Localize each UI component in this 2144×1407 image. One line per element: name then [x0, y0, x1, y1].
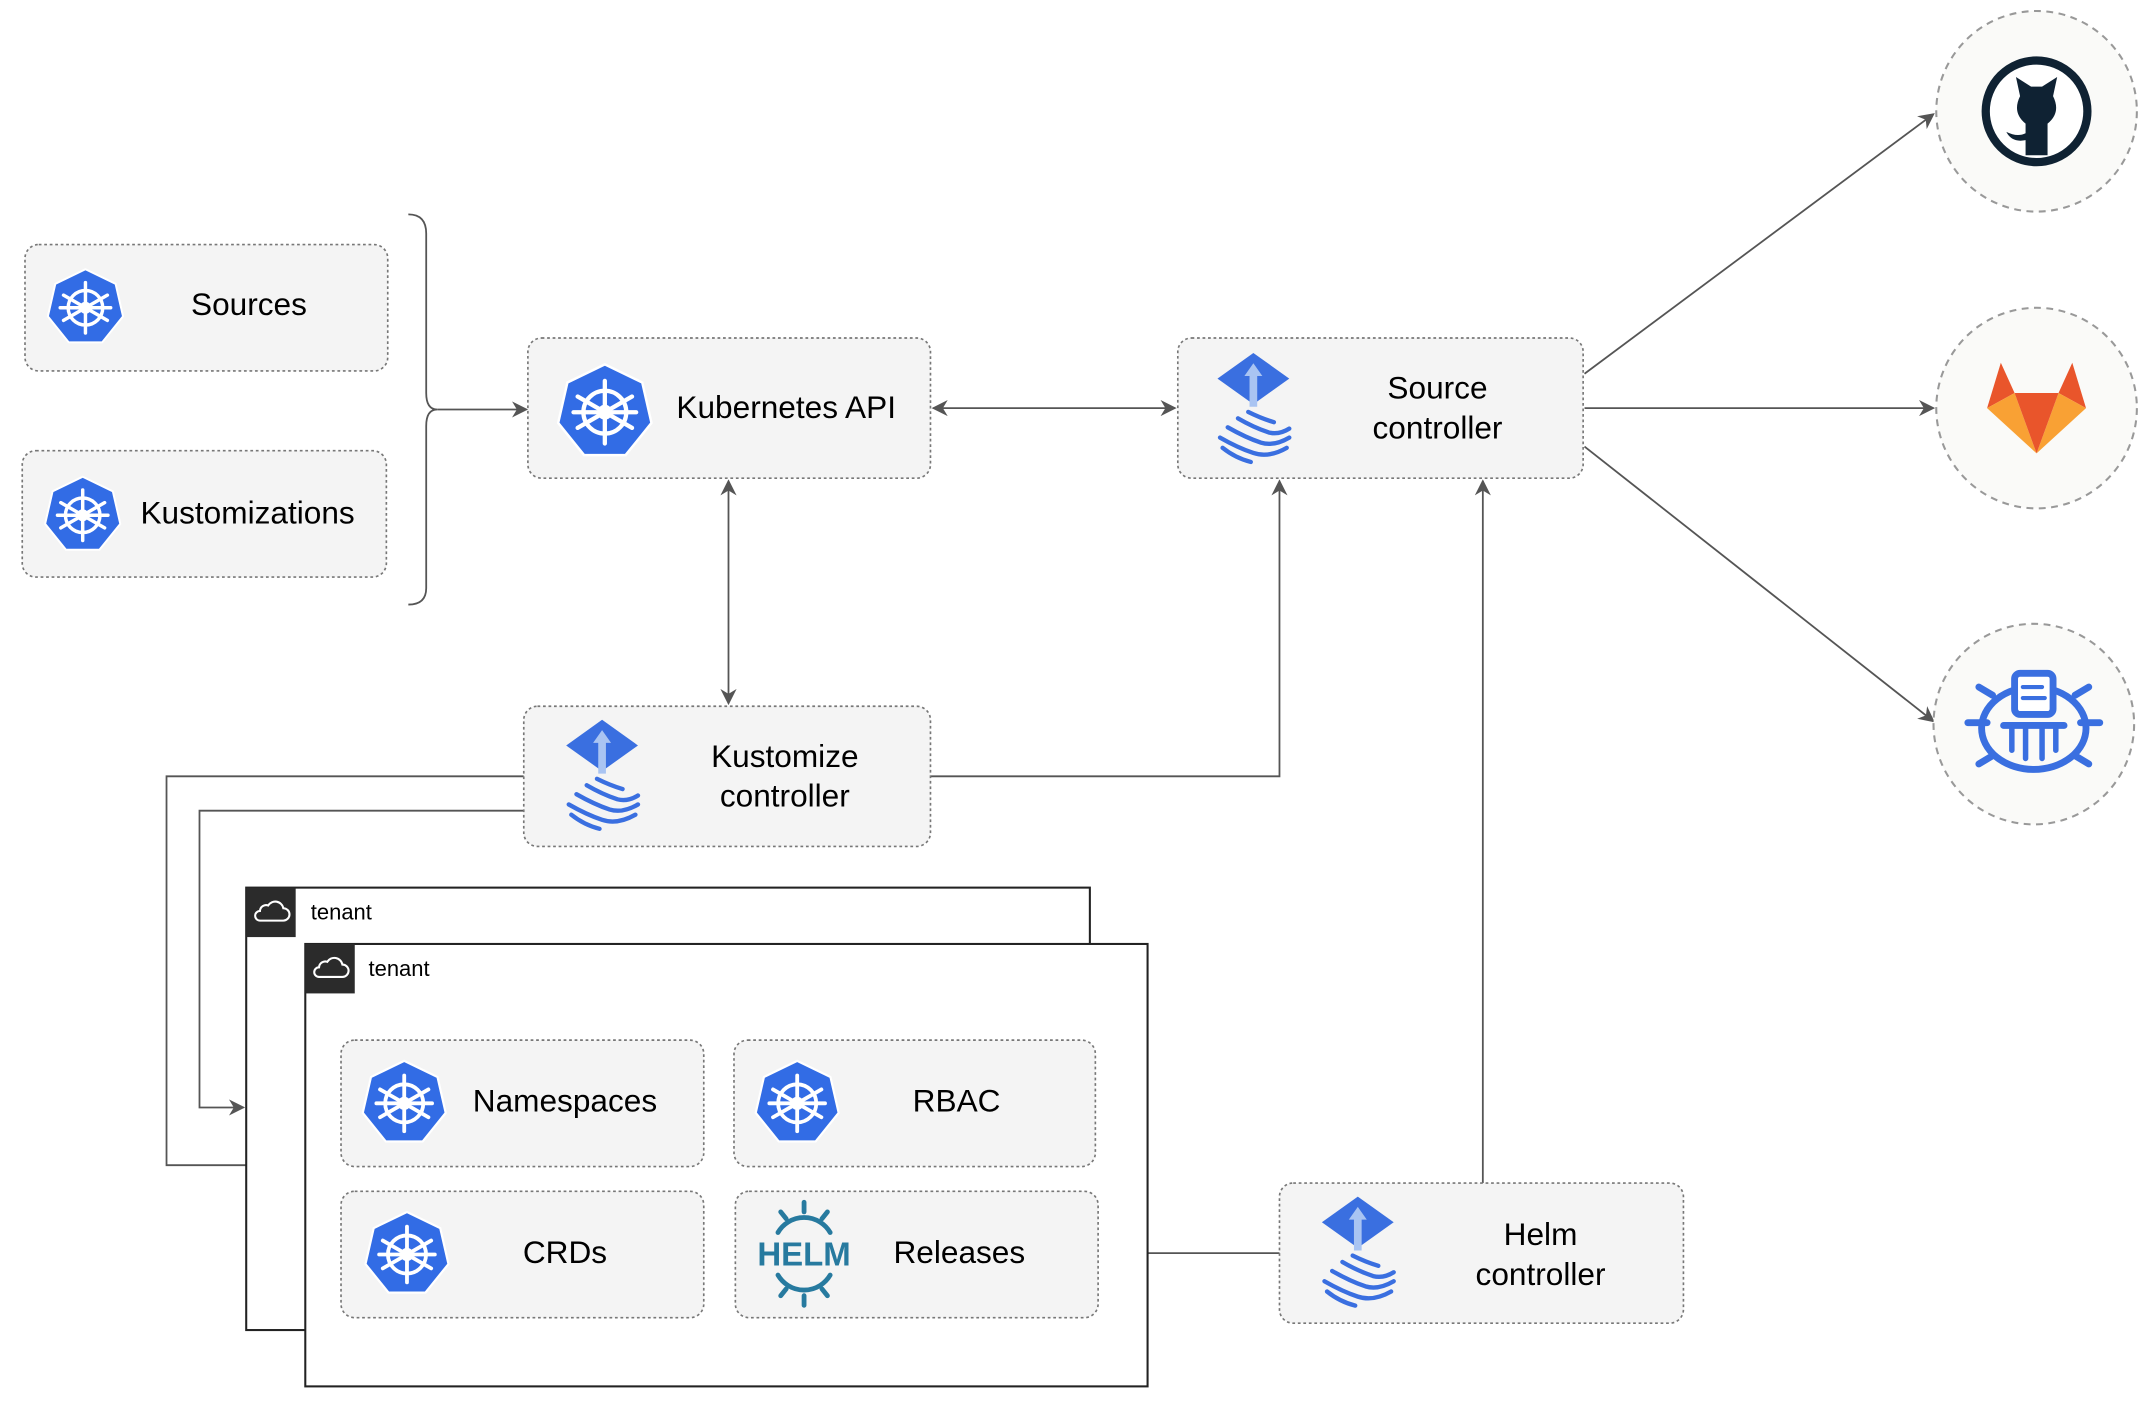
gitlab-icon — [1987, 362, 2087, 454]
node-kustomizations[interactable]: Kustomizations — [21, 449, 388, 578]
tenant-label: tenant — [369, 956, 430, 981]
helm-icon: HELM — [757, 1199, 851, 1308]
node-label: Namespaces — [473, 1083, 657, 1119]
bucket-node[interactable] — [1932, 622, 2136, 826]
node-label-line1: Source — [1387, 370, 1487, 406]
gitlab-node[interactable] — [1935, 306, 2138, 510]
node-releases[interactable]: HELM Releases — [734, 1190, 1099, 1319]
edge-kustomize-to-tenant-front — [165, 775, 524, 1174]
node-helm-controller[interactable]: Helm controller — [1278, 1182, 1685, 1325]
node-label-line2: controller — [720, 778, 850, 814]
node-label-line2: controller — [1373, 409, 1503, 445]
node-label-line1: Kustomize — [711, 738, 858, 774]
github-node[interactable] — [1935, 9, 2138, 213]
node-label: Kustomizations — [140, 495, 354, 531]
node-rbac[interactable]: RBAC — [733, 1039, 1097, 1168]
node-label: Sources — [191, 286, 307, 322]
node-label-line2: controller — [1476, 1256, 1606, 1292]
edge-kustomize-to-tenant-back — [198, 809, 524, 1116]
node-label: RBAC — [913, 1083, 1001, 1119]
edge-source-to-github — [1583, 113, 1935, 375]
node-label: Releases — [893, 1234, 1025, 1270]
node-label-line1: Helm — [1504, 1216, 1578, 1252]
edge-kustomize-to-source — [930, 479, 1288, 778]
bucket-icon — [1964, 669, 2104, 773]
node-namespaces[interactable]: Namespaces — [340, 1039, 705, 1168]
node-label: CRDs — [523, 1234, 607, 1270]
node-sources[interactable]: Sources — [24, 243, 389, 372]
grouping-brace — [408, 213, 438, 606]
helm-logo-text: HELM — [757, 1235, 850, 1272]
tenant-label: tenant — [311, 900, 372, 925]
edge-source-to-bucket — [1583, 445, 1935, 723]
node-crds[interactable]: CRDs — [340, 1190, 705, 1319]
github-icon — [1981, 56, 2092, 167]
node-kustomize-controller[interactable]: Kustomize controller — [522, 705, 932, 848]
node-label: Kubernetes API — [676, 389, 896, 425]
node-source-controller[interactable]: Source controller — [1176, 337, 1584, 479]
node-kubernetes-api[interactable]: Kubernetes API — [527, 337, 932, 479]
